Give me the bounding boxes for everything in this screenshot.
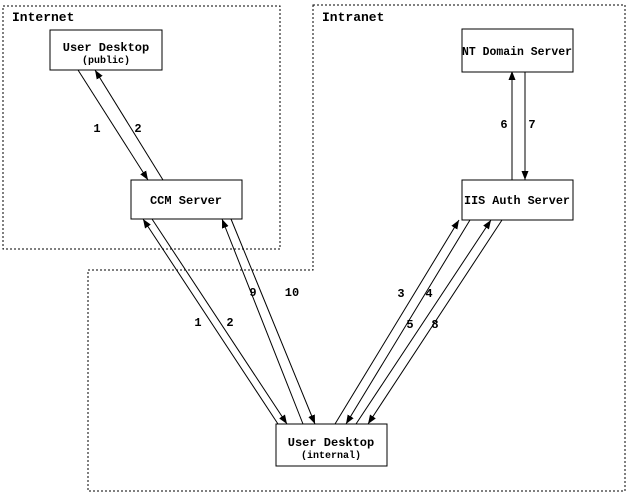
edge-label-1-internal: 1 <box>194 316 201 330</box>
node-ccm-server-title: CCM Server <box>150 194 222 208</box>
internet-zone-label: Internet <box>12 10 74 25</box>
intranet-zone-label: Intranet <box>322 10 384 25</box>
edge-1-internal-to-ccm <box>142 218 279 425</box>
edge-label-4: 4 <box>425 287 432 301</box>
edge-label-7: 7 <box>528 118 535 132</box>
edge-9-internal-to-ccm <box>221 218 304 425</box>
edge-5-internal-to-iis <box>355 219 492 425</box>
edge-label-10: 10 <box>285 286 299 300</box>
edge-labels: 1 2 1 2 9 10 3 4 5 8 6 7 <box>93 118 535 332</box>
node-iis-auth-server-title: IIS Auth Server <box>464 194 570 208</box>
node-user-desktop-internal-subtitle: (internal) <box>301 450 361 462</box>
edge-label-9: 9 <box>249 286 256 300</box>
node-user-desktop-internal <box>275 423 388 467</box>
edge-10-ccm-to-internal <box>230 218 316 425</box>
node-user-desktop-internal-title: User Desktop <box>288 436 374 450</box>
edge-2-ccm-to-internal <box>151 218 288 425</box>
edge-label-8: 8 <box>431 318 438 332</box>
edge-2-ccm-to-public <box>94 69 164 181</box>
edge-label-2-internet: 2 <box>134 122 141 136</box>
intranet-zone-border <box>87 4 626 492</box>
node-nt-domain-server <box>461 28 574 73</box>
node-user-desktop-public-title: User Desktop <box>63 41 149 55</box>
node-nt-domain-server-title: NT Domain Server <box>462 45 572 59</box>
edge-3-internal-to-iis <box>334 219 460 425</box>
edge-4-iis-to-internal <box>345 219 471 425</box>
edge-label-6: 6 <box>500 118 507 132</box>
edge-label-3: 3 <box>397 287 404 301</box>
node-ccm-server <box>130 179 243 220</box>
edge-label-1-internet: 1 <box>93 122 100 136</box>
node-user-desktop-public <box>49 29 163 71</box>
node-iis-auth-server <box>461 179 574 221</box>
edge-8-iis-to-internal <box>367 219 503 425</box>
nodes: User Desktop (public) CCM Server NT Doma… <box>49 28 574 467</box>
node-user-desktop-public-subtitle: (public) <box>82 55 130 67</box>
edge-1-public-to-ccm <box>77 69 149 181</box>
edge-label-2-internal: 2 <box>226 316 233 330</box>
edge-label-5: 5 <box>406 318 413 332</box>
edge-lines <box>77 69 529 425</box>
